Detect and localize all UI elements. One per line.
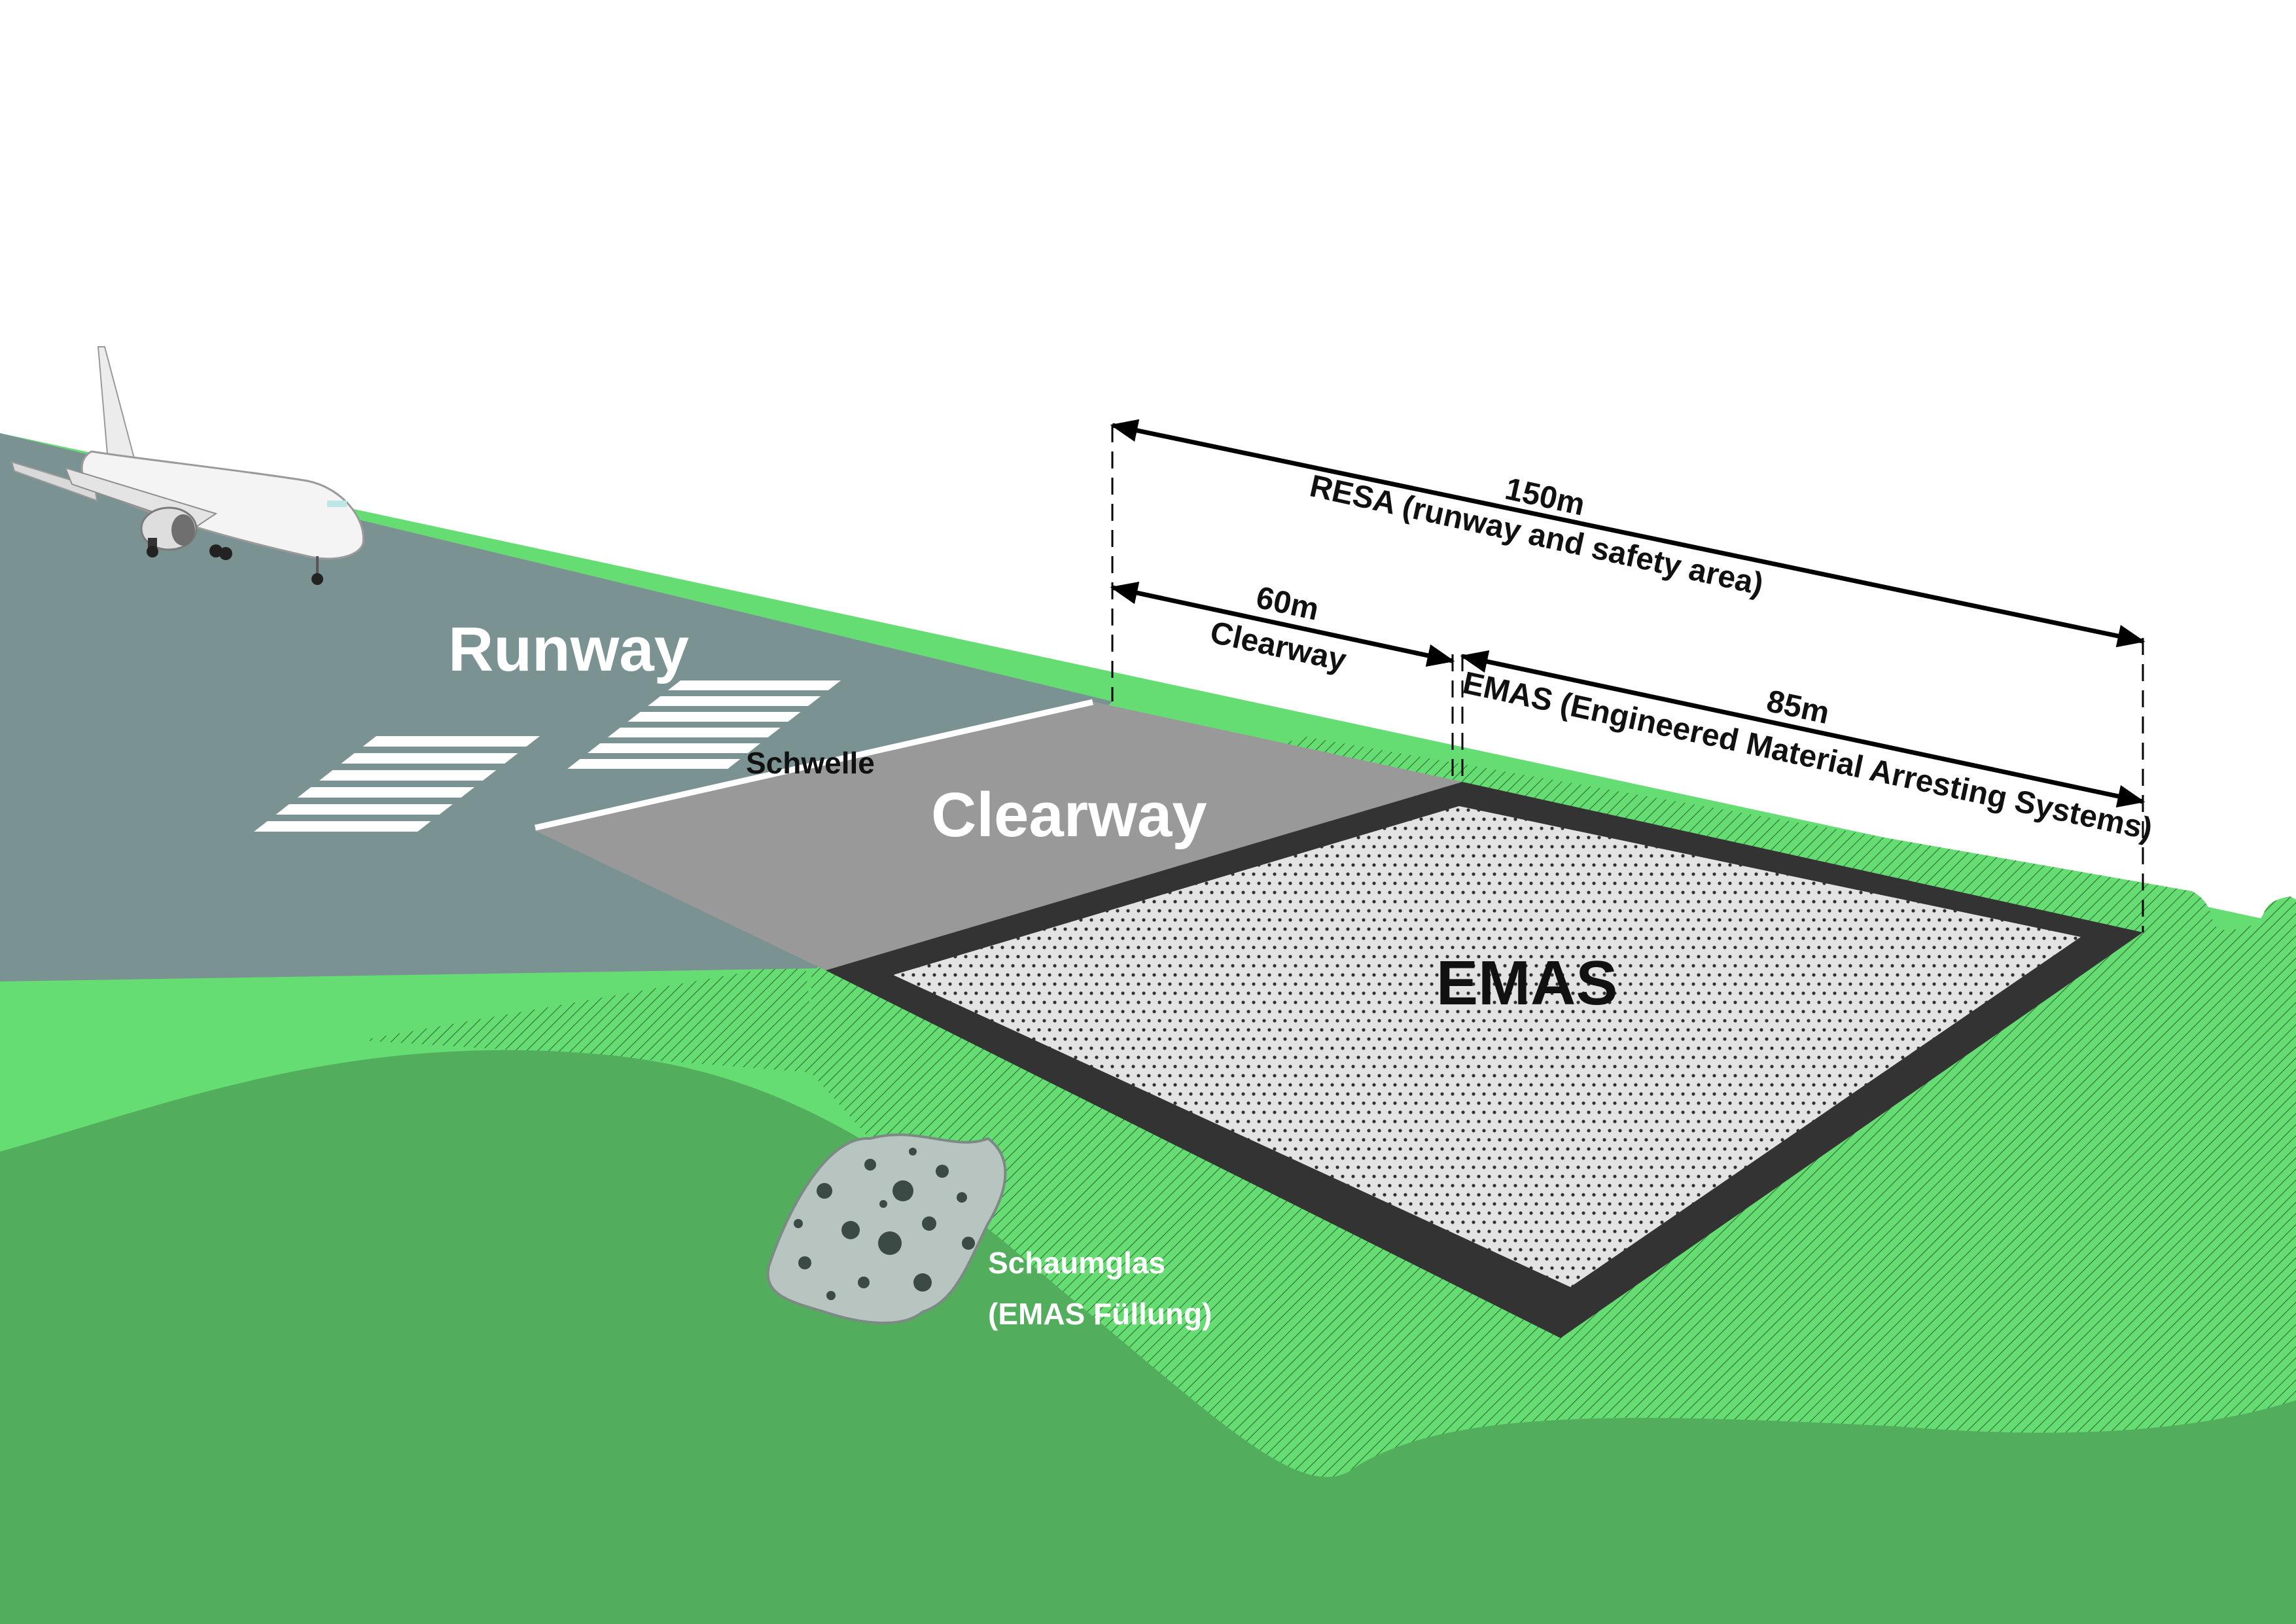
threshold-stripes-right	[567, 680, 841, 769]
clearway-surface	[533, 701, 1462, 970]
foam-glass-label-line1: Schaumglas	[988, 1246, 1165, 1280]
foam-glass-rock-icon	[766, 1133, 1007, 1324]
airplane-icon	[10, 346, 364, 585]
grass-dark-area	[0, 1050, 2296, 1624]
runway-label: Runway	[448, 614, 689, 684]
emas-dimension-arrow	[1460, 650, 2146, 808]
threshold-label: Schwelle	[746, 746, 875, 780]
clearway-dimension-arrow	[1110, 581, 1455, 667]
runway-markings	[254, 680, 841, 832]
foam-glass-label-line2: (EMAS Füllung)	[988, 1297, 1212, 1331]
clearway-label: Clearway	[931, 780, 1207, 850]
threshold-line	[535, 699, 1093, 831]
emas-label: EMAS	[1436, 948, 1617, 1018]
resa-dimension-arrow	[1110, 419, 2146, 648]
clearway-side-hatch	[360, 962, 818, 1073]
emas-bed-fill	[893, 806, 2081, 1287]
